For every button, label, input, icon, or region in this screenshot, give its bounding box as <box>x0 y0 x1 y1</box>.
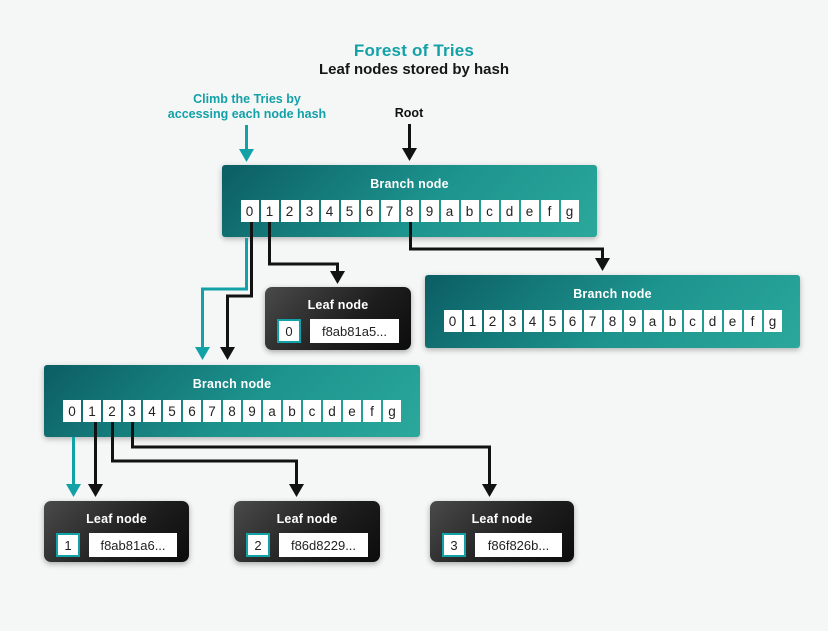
branch-cell: 5 <box>543 310 562 332</box>
leaf-hash-value: f8ab81a6... <box>89 533 177 557</box>
branch-cell: c <box>303 400 321 422</box>
branch-cell: 8 <box>400 200 419 222</box>
branch-cell: 1 <box>260 200 279 222</box>
branch-cell: 1 <box>463 310 482 332</box>
branch-cell: 7 <box>380 200 399 222</box>
branch-cell: c <box>683 310 702 332</box>
page-subtitle: Leaf nodes stored by hash <box>318 61 510 78</box>
branch-cell: g <box>763 310 782 332</box>
connector-rootcell0-to-left-branch-teal <box>201 238 248 348</box>
leaf-node-title: Leaf node <box>276 512 338 526</box>
branch-cell: d <box>323 400 341 422</box>
leaf-node-title: Leaf node <box>307 298 369 312</box>
branch-cell: a <box>263 400 281 422</box>
branch-node-title: Branch node <box>370 177 449 191</box>
leaf-index-cell: 1 <box>56 533 80 557</box>
leaf-hash-value: f86d8229... <box>279 533 368 557</box>
leaf-node-row: 1 f8ab81a6... <box>56 533 177 557</box>
branch-cell: b <box>663 310 682 332</box>
leaf-node-title: Leaf node <box>86 512 147 526</box>
branch-cell: 9 <box>623 310 642 332</box>
branch-cell: 7 <box>583 310 602 332</box>
leaf-node-title: Leaf node <box>471 512 533 526</box>
arrowhead-down-icon <box>402 148 417 161</box>
branch-cell: 2 <box>103 400 121 422</box>
leaf-node-row: 3 f86f826b... <box>442 533 562 557</box>
branch-cell: d <box>500 200 519 222</box>
leaf-node-row: 0 f8ab81a5... <box>277 319 399 343</box>
arrowhead-down-icon <box>595 258 610 271</box>
branch-cell: 0 <box>443 310 462 332</box>
branch-cell: a <box>643 310 662 332</box>
arrowhead-down-icon <box>88 484 103 497</box>
climb-tries-annotation: Climb the Tries by accessing each node h… <box>167 92 327 121</box>
leaf-index-cell: 0 <box>277 319 301 343</box>
branch-cell: f <box>363 400 381 422</box>
branch-cell: 4 <box>320 200 339 222</box>
branch-cell: 4 <box>523 310 542 332</box>
branch-node-title: Branch node <box>573 287 652 301</box>
arrowhead-down-icon <box>330 271 345 284</box>
branch-cell: 6 <box>360 200 379 222</box>
root-annotation: Root <box>394 106 424 120</box>
branch-cell: 6 <box>183 400 201 422</box>
branch-cell: 9 <box>420 200 439 222</box>
arrowhead-down-icon <box>239 149 254 162</box>
arrowhead-down-icon <box>195 347 210 360</box>
branch-cell: 3 <box>503 310 522 332</box>
branch-cell: 0 <box>240 200 259 222</box>
branch-cell: 1 <box>83 400 101 422</box>
branch-cell: 6 <box>563 310 582 332</box>
leaf-hash-value: f86f826b... <box>475 533 562 557</box>
branch-cell: 5 <box>340 200 359 222</box>
branch-cell: e <box>343 400 361 422</box>
branch-cell: 7 <box>203 400 221 422</box>
branch-cell: 4 <box>143 400 161 422</box>
branch-cell: e <box>520 200 539 222</box>
branch-cell: 3 <box>300 200 319 222</box>
branch-cell: 9 <box>243 400 261 422</box>
branch-cell: a <box>440 200 459 222</box>
leaf-node-row: 2 f86d8229... <box>246 533 368 557</box>
branch-cell: 8 <box>603 310 622 332</box>
branch-cell: 2 <box>483 310 502 332</box>
leaf-index-cell: 2 <box>246 533 270 557</box>
branch-cell: 0 <box>63 400 81 422</box>
branch-cell: b <box>283 400 301 422</box>
leaf-node-2: Leaf node 2 f86d8229... <box>234 501 380 562</box>
branch-cell: 5 <box>163 400 181 422</box>
leaf-hash-value: f8ab81a5... <box>310 319 399 343</box>
page-title: Forest of Tries <box>353 41 475 60</box>
arrowhead-down-icon <box>482 484 497 497</box>
branch-cell: 3 <box>123 400 141 422</box>
leaf-node-3: Leaf node 3 f86f826b... <box>430 501 574 562</box>
branch-cell: g <box>560 200 579 222</box>
leaf-node-1: Leaf node 1 f8ab81a6... <box>44 501 189 562</box>
branch-cell: d <box>703 310 722 332</box>
branch-cell: c <box>480 200 499 222</box>
branch-cell: 2 <box>280 200 299 222</box>
branch-cell: f <box>743 310 762 332</box>
branch-cell: b <box>460 200 479 222</box>
arrowhead-down-icon <box>66 484 81 497</box>
branch-cell: f <box>540 200 559 222</box>
connector-rootcell0-to-left-branch <box>226 222 253 348</box>
branch-cell: e <box>723 310 742 332</box>
arrowhead-down-icon <box>220 347 235 360</box>
leaf-node-0: Leaf node 0 f8ab81a5... <box>265 287 411 350</box>
branch-cell: g <box>383 400 401 422</box>
branch-cell: 8 <box>223 400 241 422</box>
branch-node-title: Branch node <box>192 377 272 391</box>
leaf-index-cell: 3 <box>442 533 466 557</box>
arrowhead-down-icon <box>289 484 304 497</box>
